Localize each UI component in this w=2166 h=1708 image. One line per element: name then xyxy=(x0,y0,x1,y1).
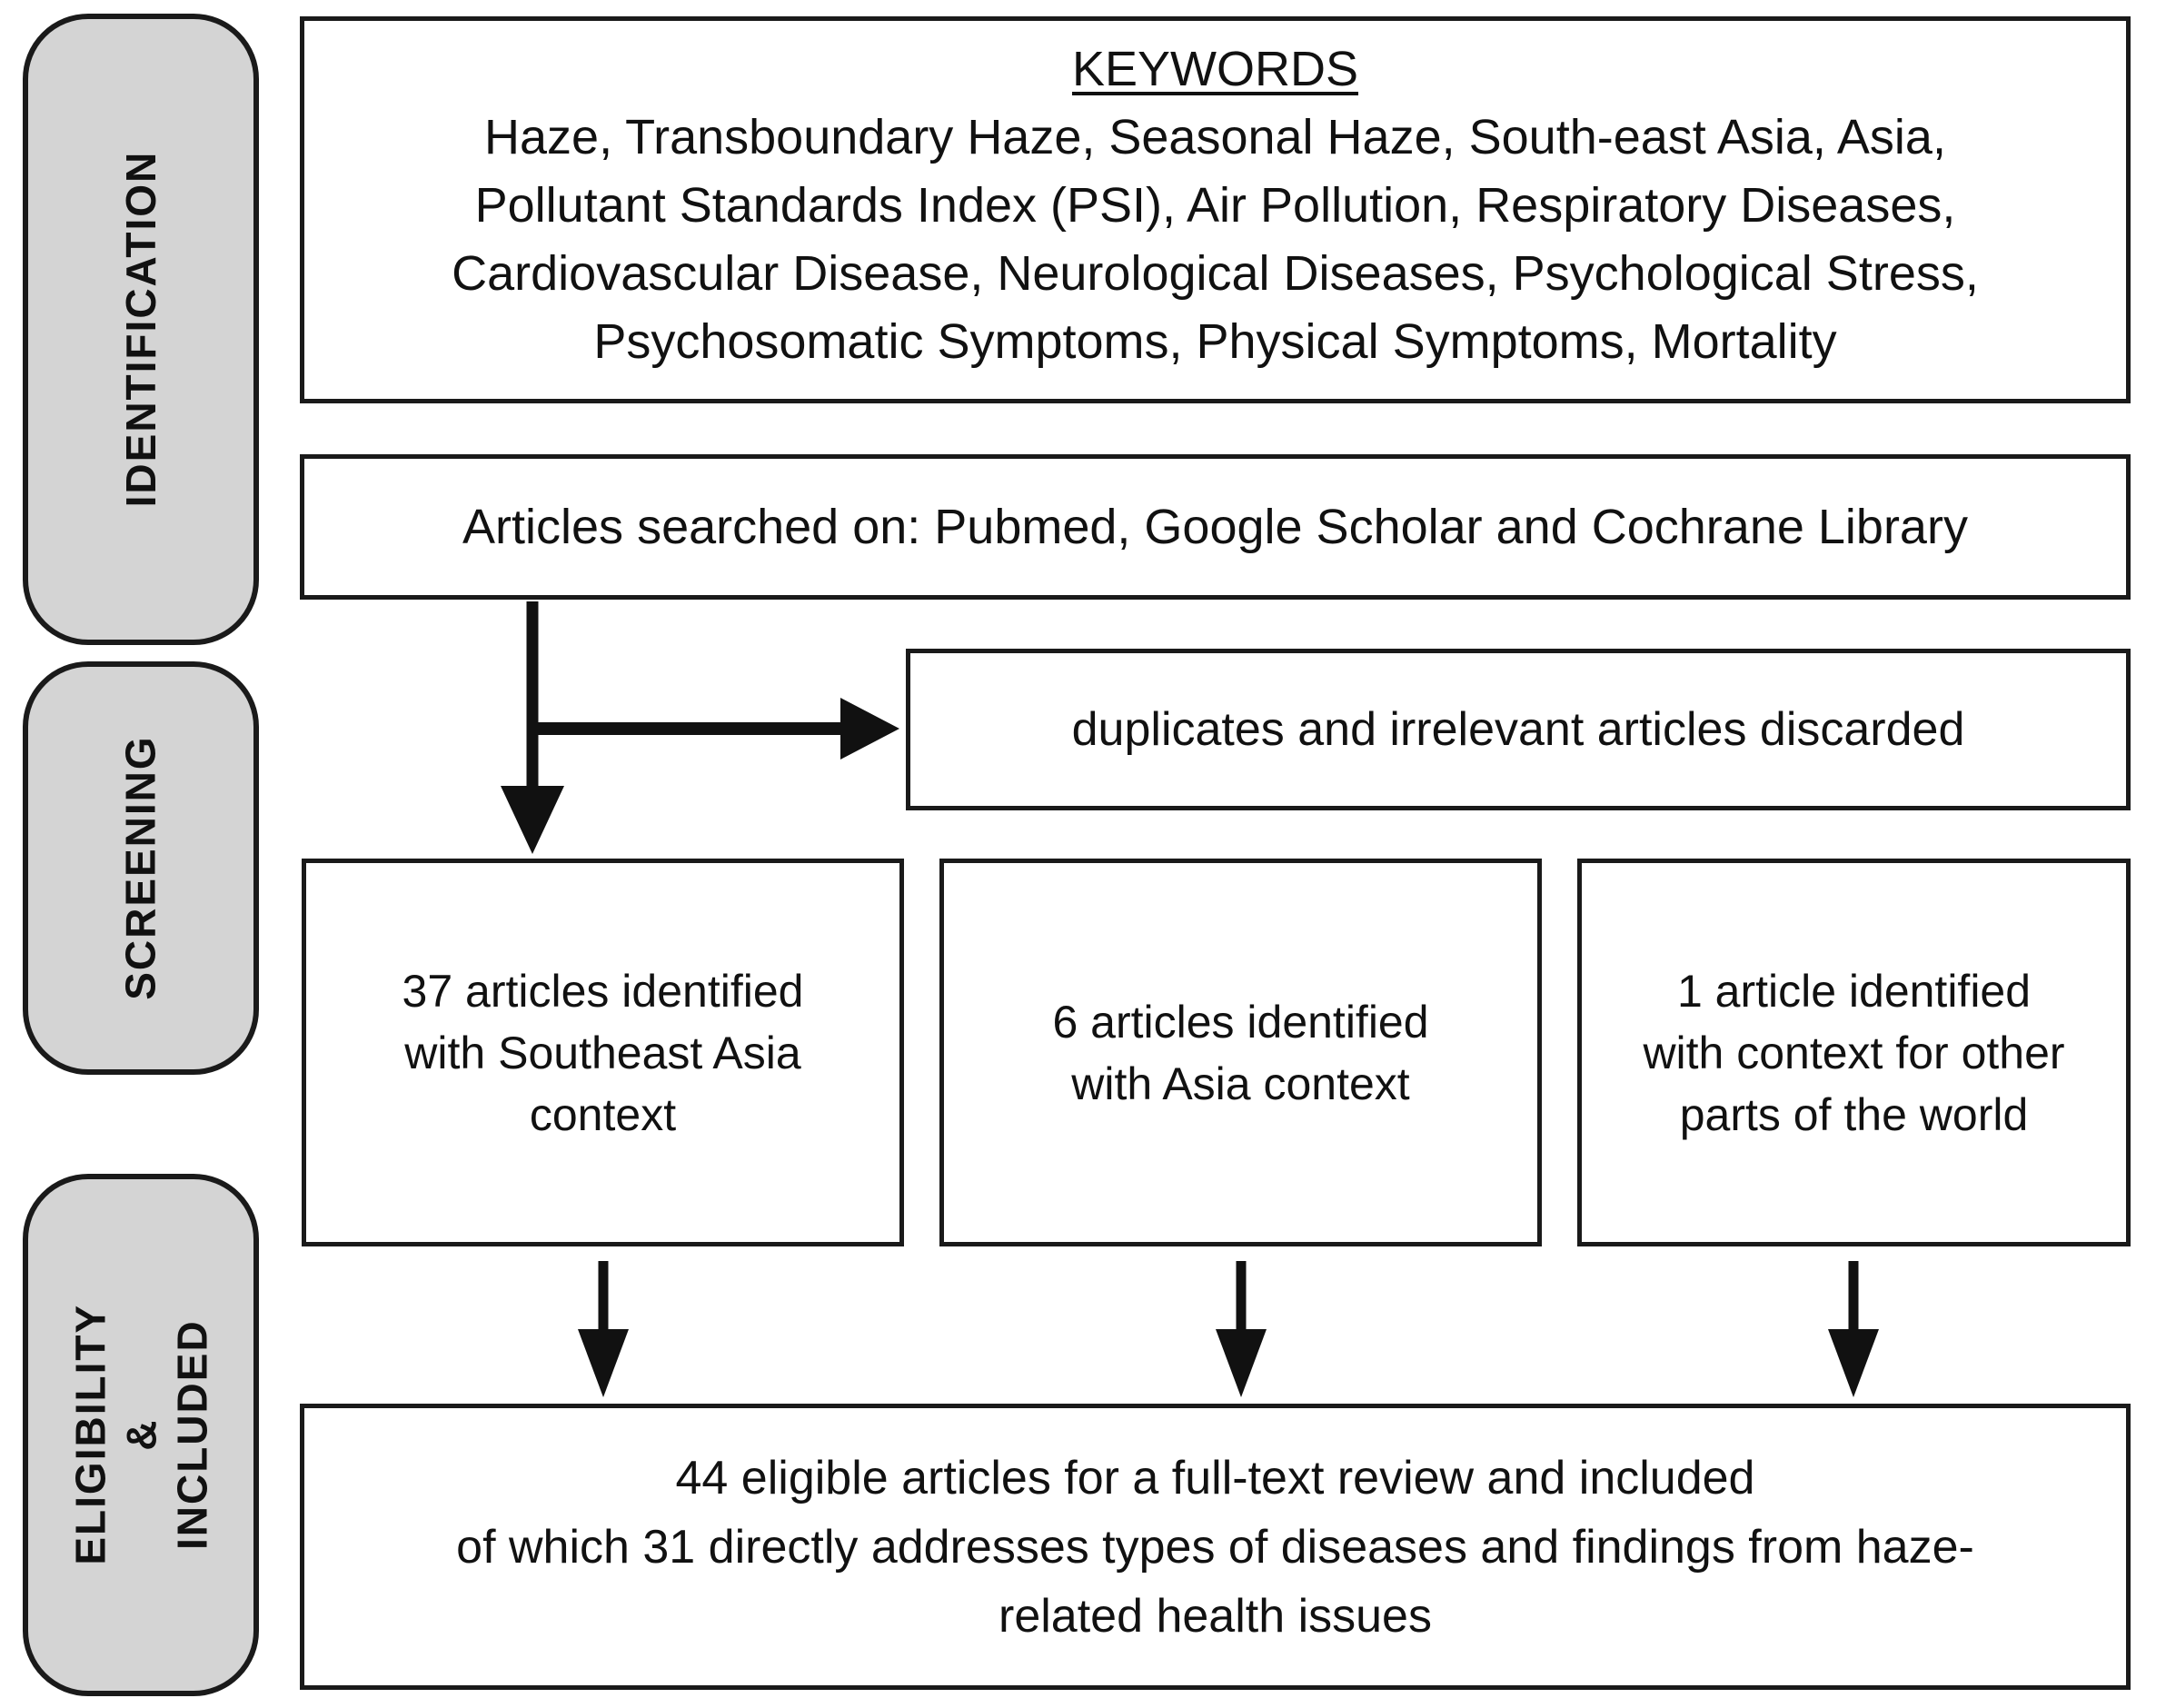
discarded-articles-box: duplicates and irrelevant articles disca… xyxy=(906,649,2131,810)
other-world-articles-box: 1 article identified with context for ot… xyxy=(1577,859,2131,1246)
search-sources-text: Articles searched on: Pubmed, Google Sch… xyxy=(462,500,1968,554)
stage-identification-label: IDENTIFICATION xyxy=(116,151,164,508)
keywords-title: KEYWORDS xyxy=(1071,42,1359,96)
search-to-screening-arrow xyxy=(501,601,564,854)
eligible-articles-box: 44 eligible articles for a full-text rev… xyxy=(300,1404,2131,1690)
sea-box-arrow xyxy=(578,1261,629,1397)
stage-eligibility-included: ELIGIBILITY & INCLUDED xyxy=(23,1174,259,1696)
stage-eligibility-included-label: ELIGIBILITY & INCLUDED xyxy=(65,1304,216,1565)
stage-screening: SCREENING xyxy=(23,661,259,1075)
world-box-arrow xyxy=(1828,1261,1879,1397)
discarded-articles-text: duplicates and irrelevant articles disca… xyxy=(1071,703,1965,756)
search-sources-box: Articles searched on: Pubmed, Google Sch… xyxy=(300,454,2131,600)
eligible-articles-text: 44 eligible articles for a full-text rev… xyxy=(456,1451,1974,1643)
keywords-box: KEYWORDS Haze, Transboundary Haze, Seaso… xyxy=(300,16,2131,403)
keywords-list: Haze, Transboundary Haze, Seasonal Haze,… xyxy=(452,110,1979,369)
stage-screening-label: SCREENING xyxy=(116,735,164,1001)
asia-articles-text: 6 articles identified with Asia context xyxy=(1052,996,1429,1109)
other-world-articles-text: 1 article identified with context for ot… xyxy=(1643,965,2065,1140)
asia-box-arrow xyxy=(1216,1261,1267,1397)
asia-articles-box: 6 articles identified with Asia context xyxy=(939,859,1542,1246)
discard-branch-arrow xyxy=(527,698,899,760)
stage-identification: IDENTIFICATION xyxy=(23,14,259,645)
southeast-asia-articles-text: 37 articles identified with Southeast As… xyxy=(402,965,804,1140)
southeast-asia-articles-box: 37 articles identified with Southeast As… xyxy=(302,859,904,1246)
